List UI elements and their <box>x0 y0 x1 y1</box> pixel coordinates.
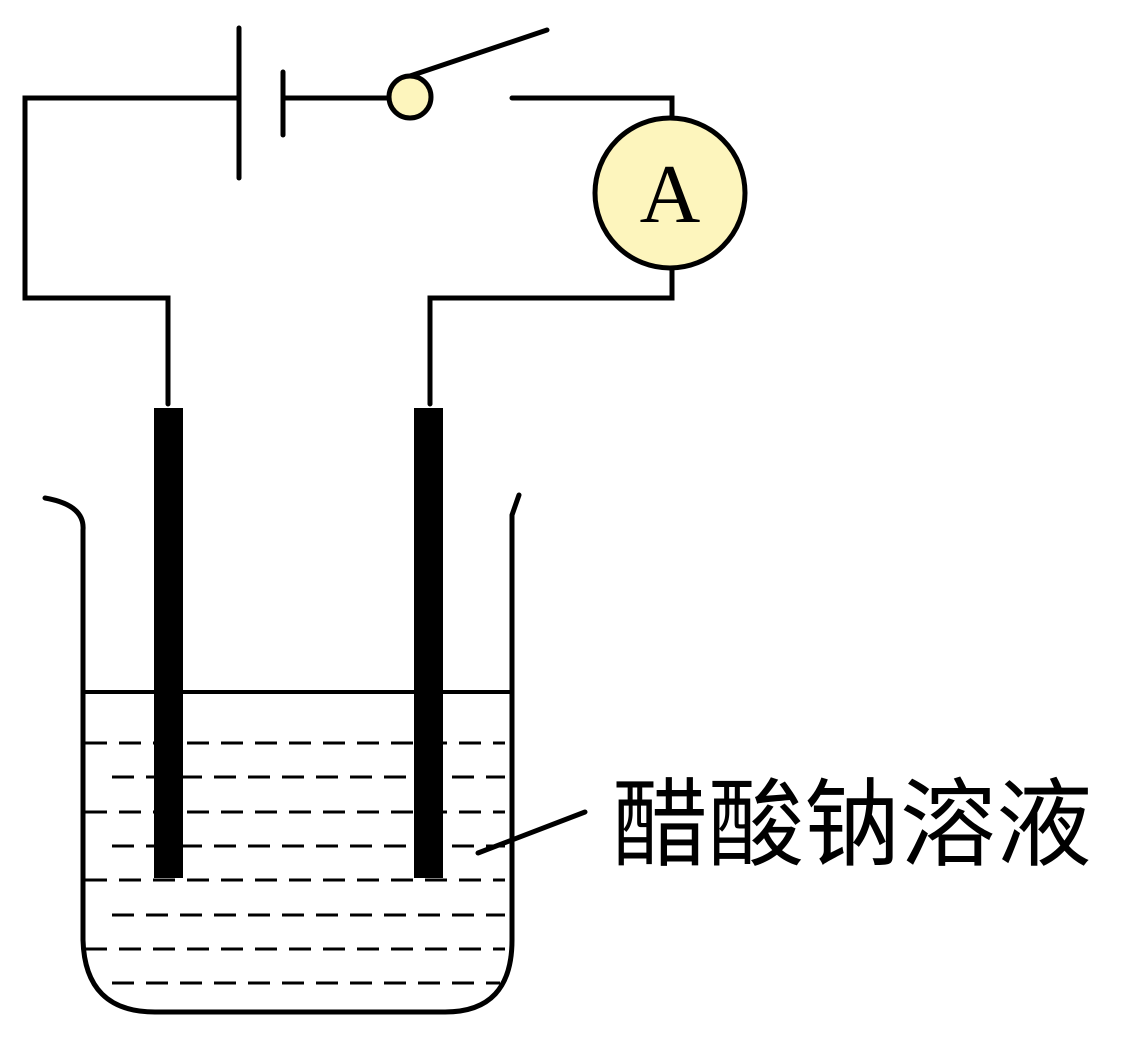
left-wire <box>22 95 241 407</box>
open-switch <box>386 27 550 121</box>
ammeter-to-electrode-wire <box>427 265 675 407</box>
battery <box>236 25 286 181</box>
left-electrode <box>154 408 183 878</box>
ammeter-symbol: A <box>640 148 701 241</box>
switch-to-ammeter-wire <box>509 95 675 121</box>
ammeter: A <box>592 115 748 271</box>
switch-pivot <box>386 73 434 121</box>
solution-label: 醋酸钠溶液 <box>612 769 1092 881</box>
beaker <box>42 492 522 1015</box>
right-electrode <box>414 408 443 878</box>
switch-lever <box>407 27 550 79</box>
label-leader-line <box>475 809 588 856</box>
beaker-outline <box>42 492 522 1015</box>
